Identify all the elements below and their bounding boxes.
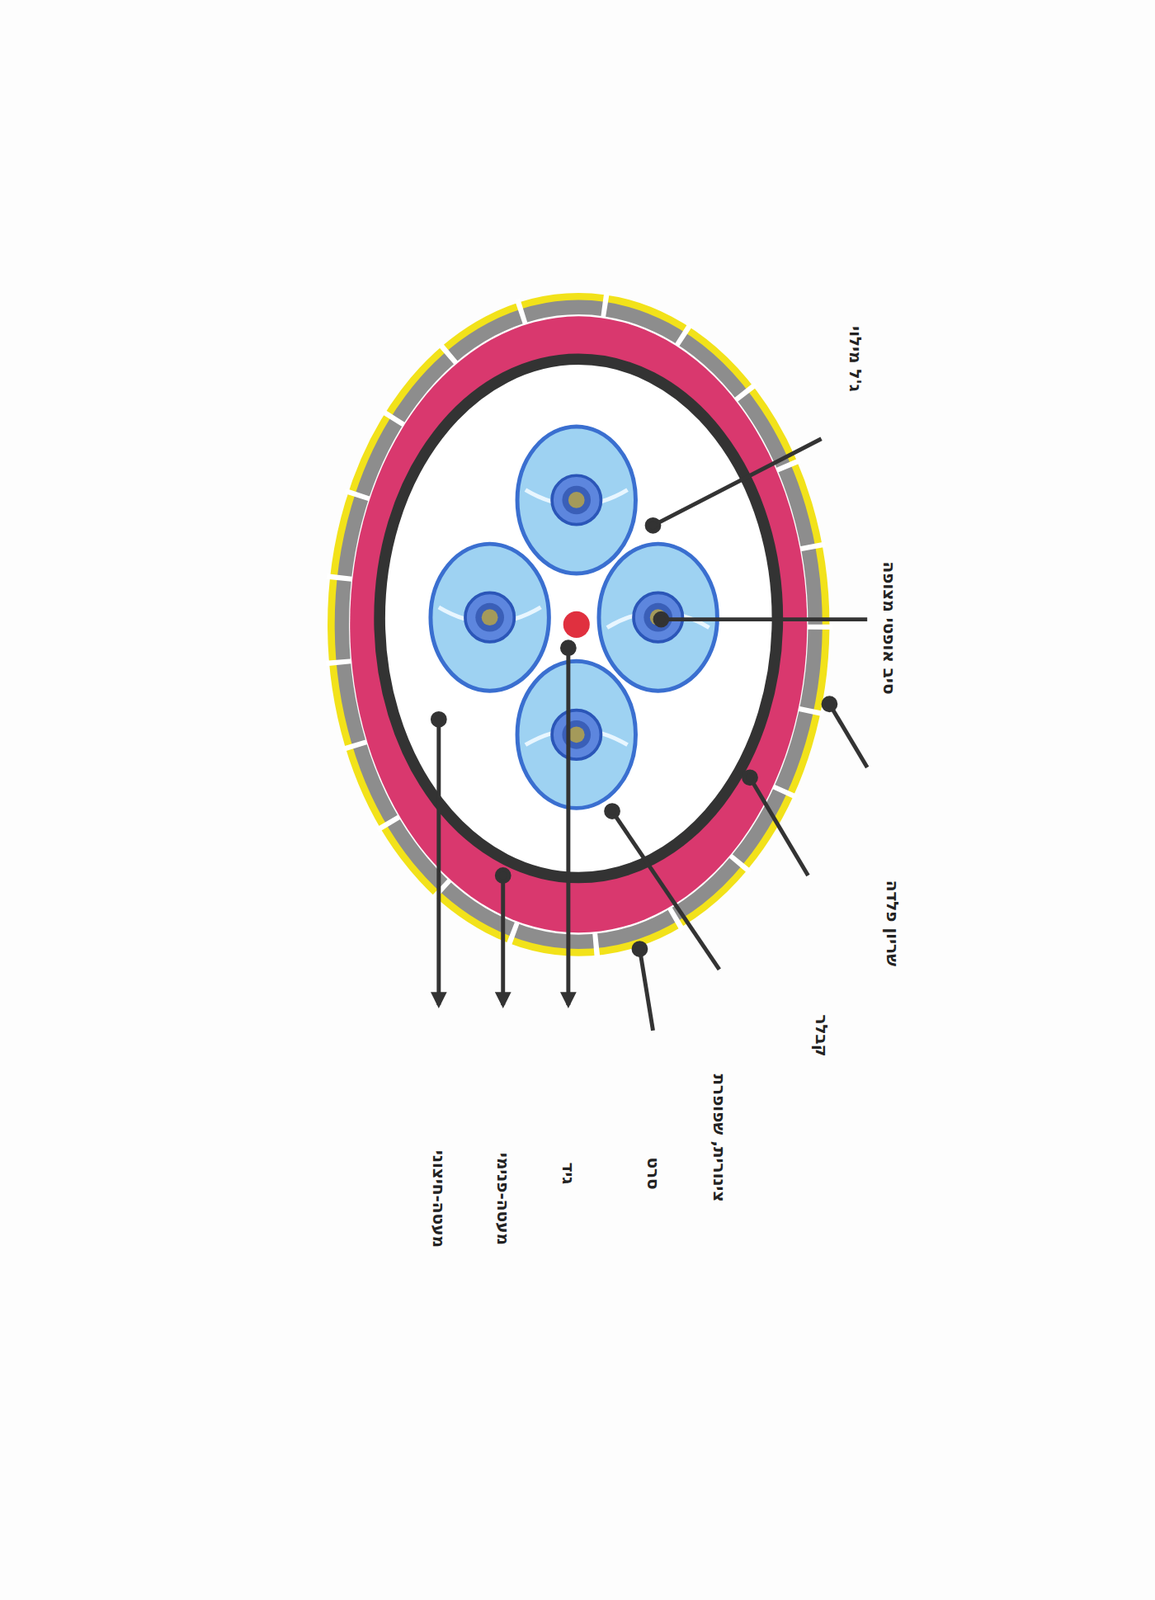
part-label: סרט (644, 1156, 663, 1189)
armor-ring (341, 306, 816, 942)
part-label: מעטה-חיצוני (429, 1150, 448, 1248)
leader-lines (432, 438, 868, 1031)
part-label: צינורית, שפופרת (710, 1073, 729, 1202)
part-label: גיד (559, 1162, 578, 1185)
strength-layer (349, 315, 807, 933)
part-label: ג'ל מילוי (846, 325, 865, 392)
part-label: סיב אופטי מצופה (880, 561, 899, 695)
part-label: קבלר (812, 1013, 831, 1056)
part-label: מעטה-פנימי (494, 1152, 513, 1245)
armor-gaps (337, 302, 820, 946)
central-member (563, 611, 590, 638)
outer-sheath (332, 297, 825, 951)
part-label: שריון פלדה (883, 880, 902, 967)
